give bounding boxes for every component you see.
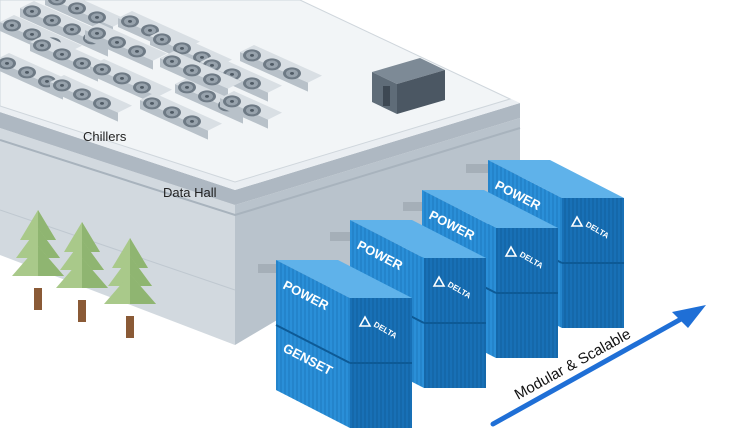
chiller-array (0, 0, 322, 140)
chiller-unit (220, 91, 282, 129)
chiller-unit (90, 59, 172, 106)
chillers-label: Chillers (83, 129, 127, 144)
chiller-unit (50, 75, 132, 122)
arrow-shaft (490, 311, 693, 427)
delta-logo-icon (432, 275, 446, 287)
tree-group (12, 210, 156, 338)
delta-logo-icon (570, 215, 584, 227)
chiller-unit (85, 23, 167, 70)
data-hall-label: Data Hall (163, 185, 217, 200)
chiller-unit (20, 1, 122, 57)
arrow-head-icon (672, 305, 706, 328)
chiller-unit (160, 51, 242, 98)
tree-icon (56, 222, 108, 322)
rooftop-unit (372, 58, 445, 114)
tree-icon (104, 238, 156, 338)
chiller-unit (240, 45, 322, 92)
chiller-unit (30, 35, 112, 82)
power-container-row: POWERDELTAPOWERDELTAPOWERDELTAPOWERGENSE… (275, 160, 624, 428)
tree-icon (12, 210, 64, 310)
delta-logo-icon (358, 315, 372, 327)
delta-logo-icon (504, 245, 518, 257)
building-roof-edge (0, 103, 520, 205)
building-front-wall (0, 128, 235, 345)
connection-pipes (258, 164, 492, 273)
chiller-unit (140, 93, 222, 140)
